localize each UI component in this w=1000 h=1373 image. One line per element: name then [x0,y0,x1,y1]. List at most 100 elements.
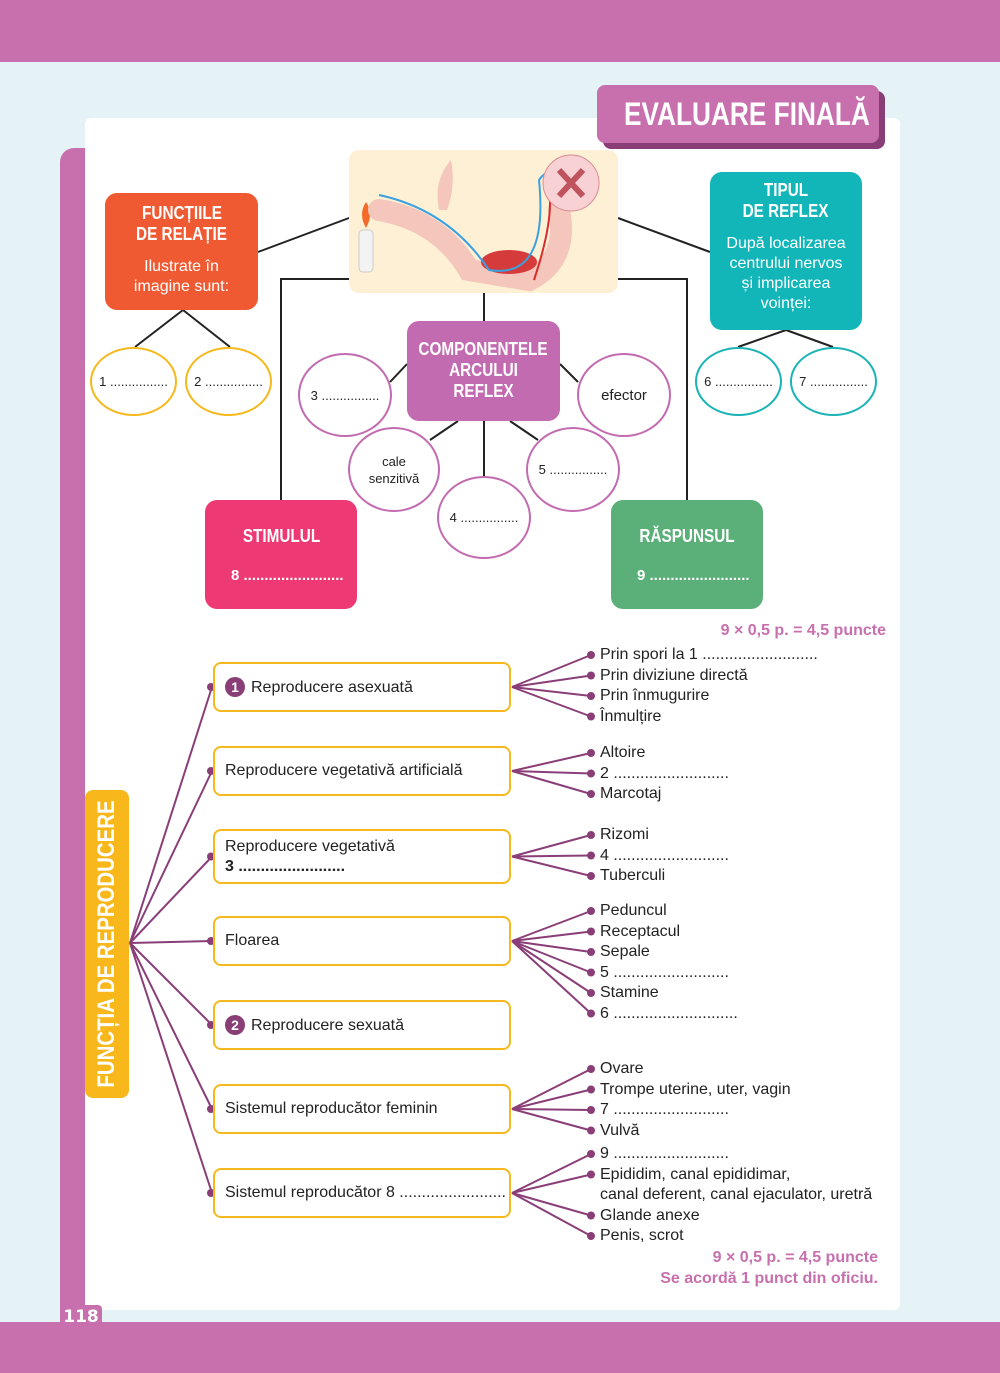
branch-arrow [129,942,213,1026]
list-item: Stamine [600,984,659,1001]
item-dot [587,1150,595,1158]
list-item: Trompe uterine, uter, vagin [600,1080,791,1098]
list-item[interactable]: 2 .......................... [600,764,729,782]
list-item: Prin înmugurire [600,687,710,704]
item-dot [587,968,595,977]
answer-circle-3[interactable]: 3 ................ [298,353,392,437]
heading: FUNCȚIILE [141,203,222,223]
text: și implicarea [741,275,831,292]
item-dot [587,1009,595,1018]
item-dot [587,907,595,915]
list-item: Înmulțire [600,707,662,725]
bonus-note: Se acordă 1 punct din oficiu. [660,1270,878,1287]
item-connector [511,1173,592,1194]
list-item[interactable]: 4 .......................... [600,846,729,864]
text: senzitivă [368,470,420,486]
number-badge: 2 [225,1014,245,1035]
list-item: Sepale [600,943,650,960]
list-item[interactable]: 7 .......................... [600,1101,729,1118]
item-connector [511,1192,592,1237]
answer-field-3[interactable]: 3 ........................ [225,857,346,875]
answer-circle-1[interactable]: 1 ................ [90,347,177,416]
list-item[interactable]: Prin spori la 1 ........................… [600,646,818,663]
answer-circle-7[interactable]: 7 ................ [790,347,877,416]
item-dot [587,948,595,956]
list-item[interactable]: 9 .......................... [600,1145,729,1162]
answer-circle-2[interactable]: 2 ................ [185,347,272,416]
item-dot [587,749,595,757]
item-dot [587,651,595,659]
reproducere-box: Sistemul reproducător feminin [213,1084,511,1134]
answer-field-8[interactable]: 8 ........................ [231,567,344,584]
box-label: Reproducere vegetativă [225,837,509,857]
reproducere-label: FUNCȚIA DE REPRODUCERE [85,790,129,1098]
list-item: Peduncul [600,902,667,919]
item-connector [511,1153,592,1194]
item-connector [511,674,592,688]
list-item: Ovare [600,1060,644,1077]
list-item: canal deferent, canal ejaculator, uretră [600,1186,873,1203]
item-connector [511,910,592,942]
text: cale [382,453,406,469]
item-connector [511,854,592,858]
heading: DE RELAȚIE [136,224,227,244]
list-item: Altoire [600,744,646,761]
item-connector [511,752,592,772]
heading: ARCULUI [449,360,518,380]
branch-arrow [129,942,213,1194]
raspunsul-box: RĂSPUNSUL 9 ........................ [611,500,763,609]
item-dot [587,769,595,778]
reflex-arc-illustration [349,150,618,293]
reproducere-box: Sistemul reproducător 8 ................… [213,1168,511,1218]
item-dot [587,872,595,880]
box-label: Floarea [225,931,509,951]
item-dot [587,1232,595,1240]
score-reproducere: 9 × 0,5 p. = 4,5 puncte [712,1249,878,1266]
answer-circle-5[interactable]: 5 ................ [526,427,620,512]
item-dot [587,692,595,700]
reproducere-box: Floarea [213,916,511,966]
list-item: Tuberculi [600,867,666,884]
stimulul-box: STIMULUL 8 ........................ [205,500,357,609]
item-connector [511,940,592,994]
componente-box: COMPONENTELE ARCULUI REFLEX [407,321,560,421]
text: imagine sunt: [133,278,230,295]
item-connector [511,930,592,942]
item-connector [511,834,592,858]
answer-field-9[interactable]: 9 ........................ [637,567,750,584]
branch-arrow [129,855,213,944]
list-item[interactable]: 5 .......................... [600,963,729,981]
item-connector [511,855,592,877]
item-connector [511,1108,592,1111]
text: centrului nervos [729,255,843,272]
item-dot [587,851,595,860]
list-item: Epididim, canal epididimar, [600,1165,791,1183]
label-text: FUNCȚIA DE REPRODUCERE [93,800,120,1088]
page-title-box: EVALUARE FINALĂ [597,85,879,143]
branch-arrow [129,770,213,944]
box-label: 2 Reproducere sexuată [225,1014,509,1036]
answer-circle-4[interactable]: 4 ................ [437,476,531,559]
branch-arrow [129,686,213,944]
item-dot [587,1085,595,1094]
item-connector [511,654,592,688]
list-item: Receptacul [600,922,681,940]
item-dot [587,1065,595,1073]
efector-circle: efector [577,353,671,437]
item-dot [587,1211,595,1220]
item-dot [587,831,595,839]
list-item[interactable]: 6 ............................ [600,1004,738,1022]
label-text: Reproducere sexuată [251,1016,404,1034]
heading: REFLEX [453,381,514,401]
item-connector [511,940,592,953]
label-text: Sistemul reproducător 8 ................… [225,1184,506,1201]
answer-circle-6[interactable]: 6 ................ [695,347,782,416]
top-band [0,0,1000,62]
heading: DE REFLEX [743,201,829,221]
item-connector [511,1088,592,1110]
